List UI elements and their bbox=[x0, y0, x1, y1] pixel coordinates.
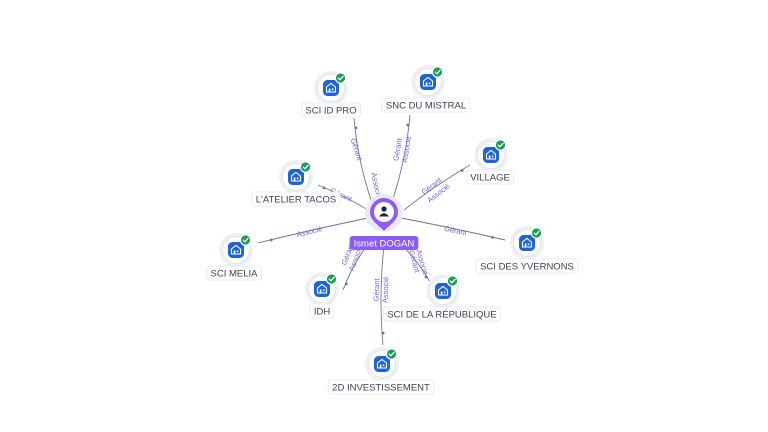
building-icon bbox=[485, 149, 497, 160]
edge-arrow bbox=[344, 282, 348, 286]
edge-line bbox=[353, 117, 372, 201]
edge-arrow bbox=[491, 235, 494, 239]
company-node-sci-de-la-republique[interactable]: SCI DE LA RÉPUBLIQUE bbox=[382, 274, 502, 322]
check-icon bbox=[530, 227, 543, 239]
building-icon bbox=[230, 244, 242, 255]
edge-arrow bbox=[269, 238, 273, 242]
company-name: VILLAGE bbox=[470, 172, 510, 183]
check-icon bbox=[431, 66, 444, 78]
person-label[interactable]: Ismet DOGAN bbox=[349, 236, 419, 250]
company-name: SCI MELIA bbox=[211, 268, 259, 279]
node-badge bbox=[483, 147, 499, 163]
company-node-latelier-tacos[interactable]: L'ATELIER TACOS bbox=[251, 160, 341, 207]
company-node-2d-investissement[interactable]: 2D INVESTISSEMENT bbox=[327, 347, 435, 395]
building-icon bbox=[376, 358, 388, 369]
node-badge bbox=[314, 281, 330, 297]
edge-label: Gérant bbox=[443, 224, 468, 238]
company-node-sci-id-pro[interactable]: SCI ID PRO bbox=[300, 71, 362, 118]
edge-label: Gérant bbox=[391, 137, 404, 162]
company-label[interactable]: SCI ID PRO bbox=[300, 102, 362, 118]
company-name: SCI DES YVERNONS bbox=[480, 261, 574, 272]
company-label[interactable]: SCI MELIA bbox=[206, 265, 262, 281]
edge-arrow bbox=[322, 186, 326, 190]
company-label[interactable]: SCI DES YVERNONS bbox=[475, 258, 579, 274]
edge-line bbox=[400, 217, 506, 241]
edge-label: Associé bbox=[296, 224, 324, 239]
company-node-sci-melia[interactable]: SCI MELIA bbox=[206, 233, 262, 281]
building-icon bbox=[437, 285, 449, 296]
company-label[interactable]: L'ATELIER TACOS bbox=[251, 191, 341, 207]
edge-line bbox=[317, 184, 369, 211]
edge-line bbox=[403, 164, 471, 211]
company-label[interactable]: IDH bbox=[309, 303, 335, 319]
company-name: IDH bbox=[314, 306, 331, 317]
edge-arrow bbox=[354, 126, 358, 130]
edge-arrow bbox=[406, 123, 410, 127]
company-label[interactable]: VILLAGE bbox=[465, 169, 515, 185]
company-label[interactable]: 2D INVESTISSEMENT bbox=[327, 379, 435, 395]
company-node-idh[interactable]: IDH bbox=[305, 272, 339, 319]
edge-line bbox=[257, 217, 369, 244]
edge-arrow bbox=[381, 331, 385, 335]
edge-arrow bbox=[460, 169, 464, 172]
check-icon bbox=[385, 348, 398, 360]
node-badge bbox=[374, 356, 390, 372]
person-node[interactable]: Ismet DOGAN bbox=[349, 194, 419, 250]
node-badge bbox=[519, 235, 535, 251]
check-icon bbox=[325, 273, 338, 285]
building-icon bbox=[521, 237, 533, 248]
check-icon bbox=[334, 72, 347, 84]
check-icon bbox=[446, 275, 459, 287]
edge-line bbox=[380, 245, 385, 346]
person-name: Ismet DOGAN bbox=[354, 239, 415, 250]
edge-label: Gérant bbox=[372, 277, 382, 301]
building-icon bbox=[290, 171, 302, 182]
building-icon bbox=[316, 283, 328, 294]
edge-label: Gérant bbox=[349, 137, 365, 162]
company-node-snc-du-mistral[interactable]: SNC DU MISTRAL bbox=[381, 65, 471, 113]
company-node-sci-des-yvernons[interactable]: SCI DES YVERNONS bbox=[475, 226, 579, 274]
company-name: SCI ID PRO bbox=[305, 105, 356, 116]
edge-label: Associé bbox=[381, 277, 391, 304]
company-name: L'ATELIER TACOS bbox=[256, 194, 336, 205]
person-icon bbox=[379, 206, 389, 217]
edge-arrow bbox=[424, 275, 428, 279]
company-name: SNC DU MISTRAL bbox=[386, 100, 466, 111]
company-label[interactable]: SNC DU MISTRAL bbox=[381, 97, 471, 113]
node-badge bbox=[228, 242, 244, 258]
check-icon bbox=[494, 139, 507, 151]
node-badge bbox=[288, 169, 304, 185]
node-badge bbox=[323, 80, 339, 96]
company-name: 2D INVESTISSEMENT bbox=[332, 382, 430, 393]
edge-label: Associé bbox=[400, 136, 413, 163]
edge-line bbox=[392, 114, 411, 200]
check-icon bbox=[299, 161, 312, 173]
node-badge bbox=[420, 74, 436, 90]
person-disc bbox=[374, 202, 394, 222]
node-badge bbox=[435, 283, 451, 299]
company-name: SCI DE LA RÉPUBLIQUE bbox=[387, 309, 496, 320]
check-icon bbox=[239, 234, 252, 246]
building-icon bbox=[422, 76, 434, 87]
building-icon bbox=[325, 82, 337, 93]
company-node-village[interactable]: VILLAGE bbox=[465, 138, 515, 185]
company-label[interactable]: SCI DE LA RÉPUBLIQUE bbox=[382, 306, 502, 322]
